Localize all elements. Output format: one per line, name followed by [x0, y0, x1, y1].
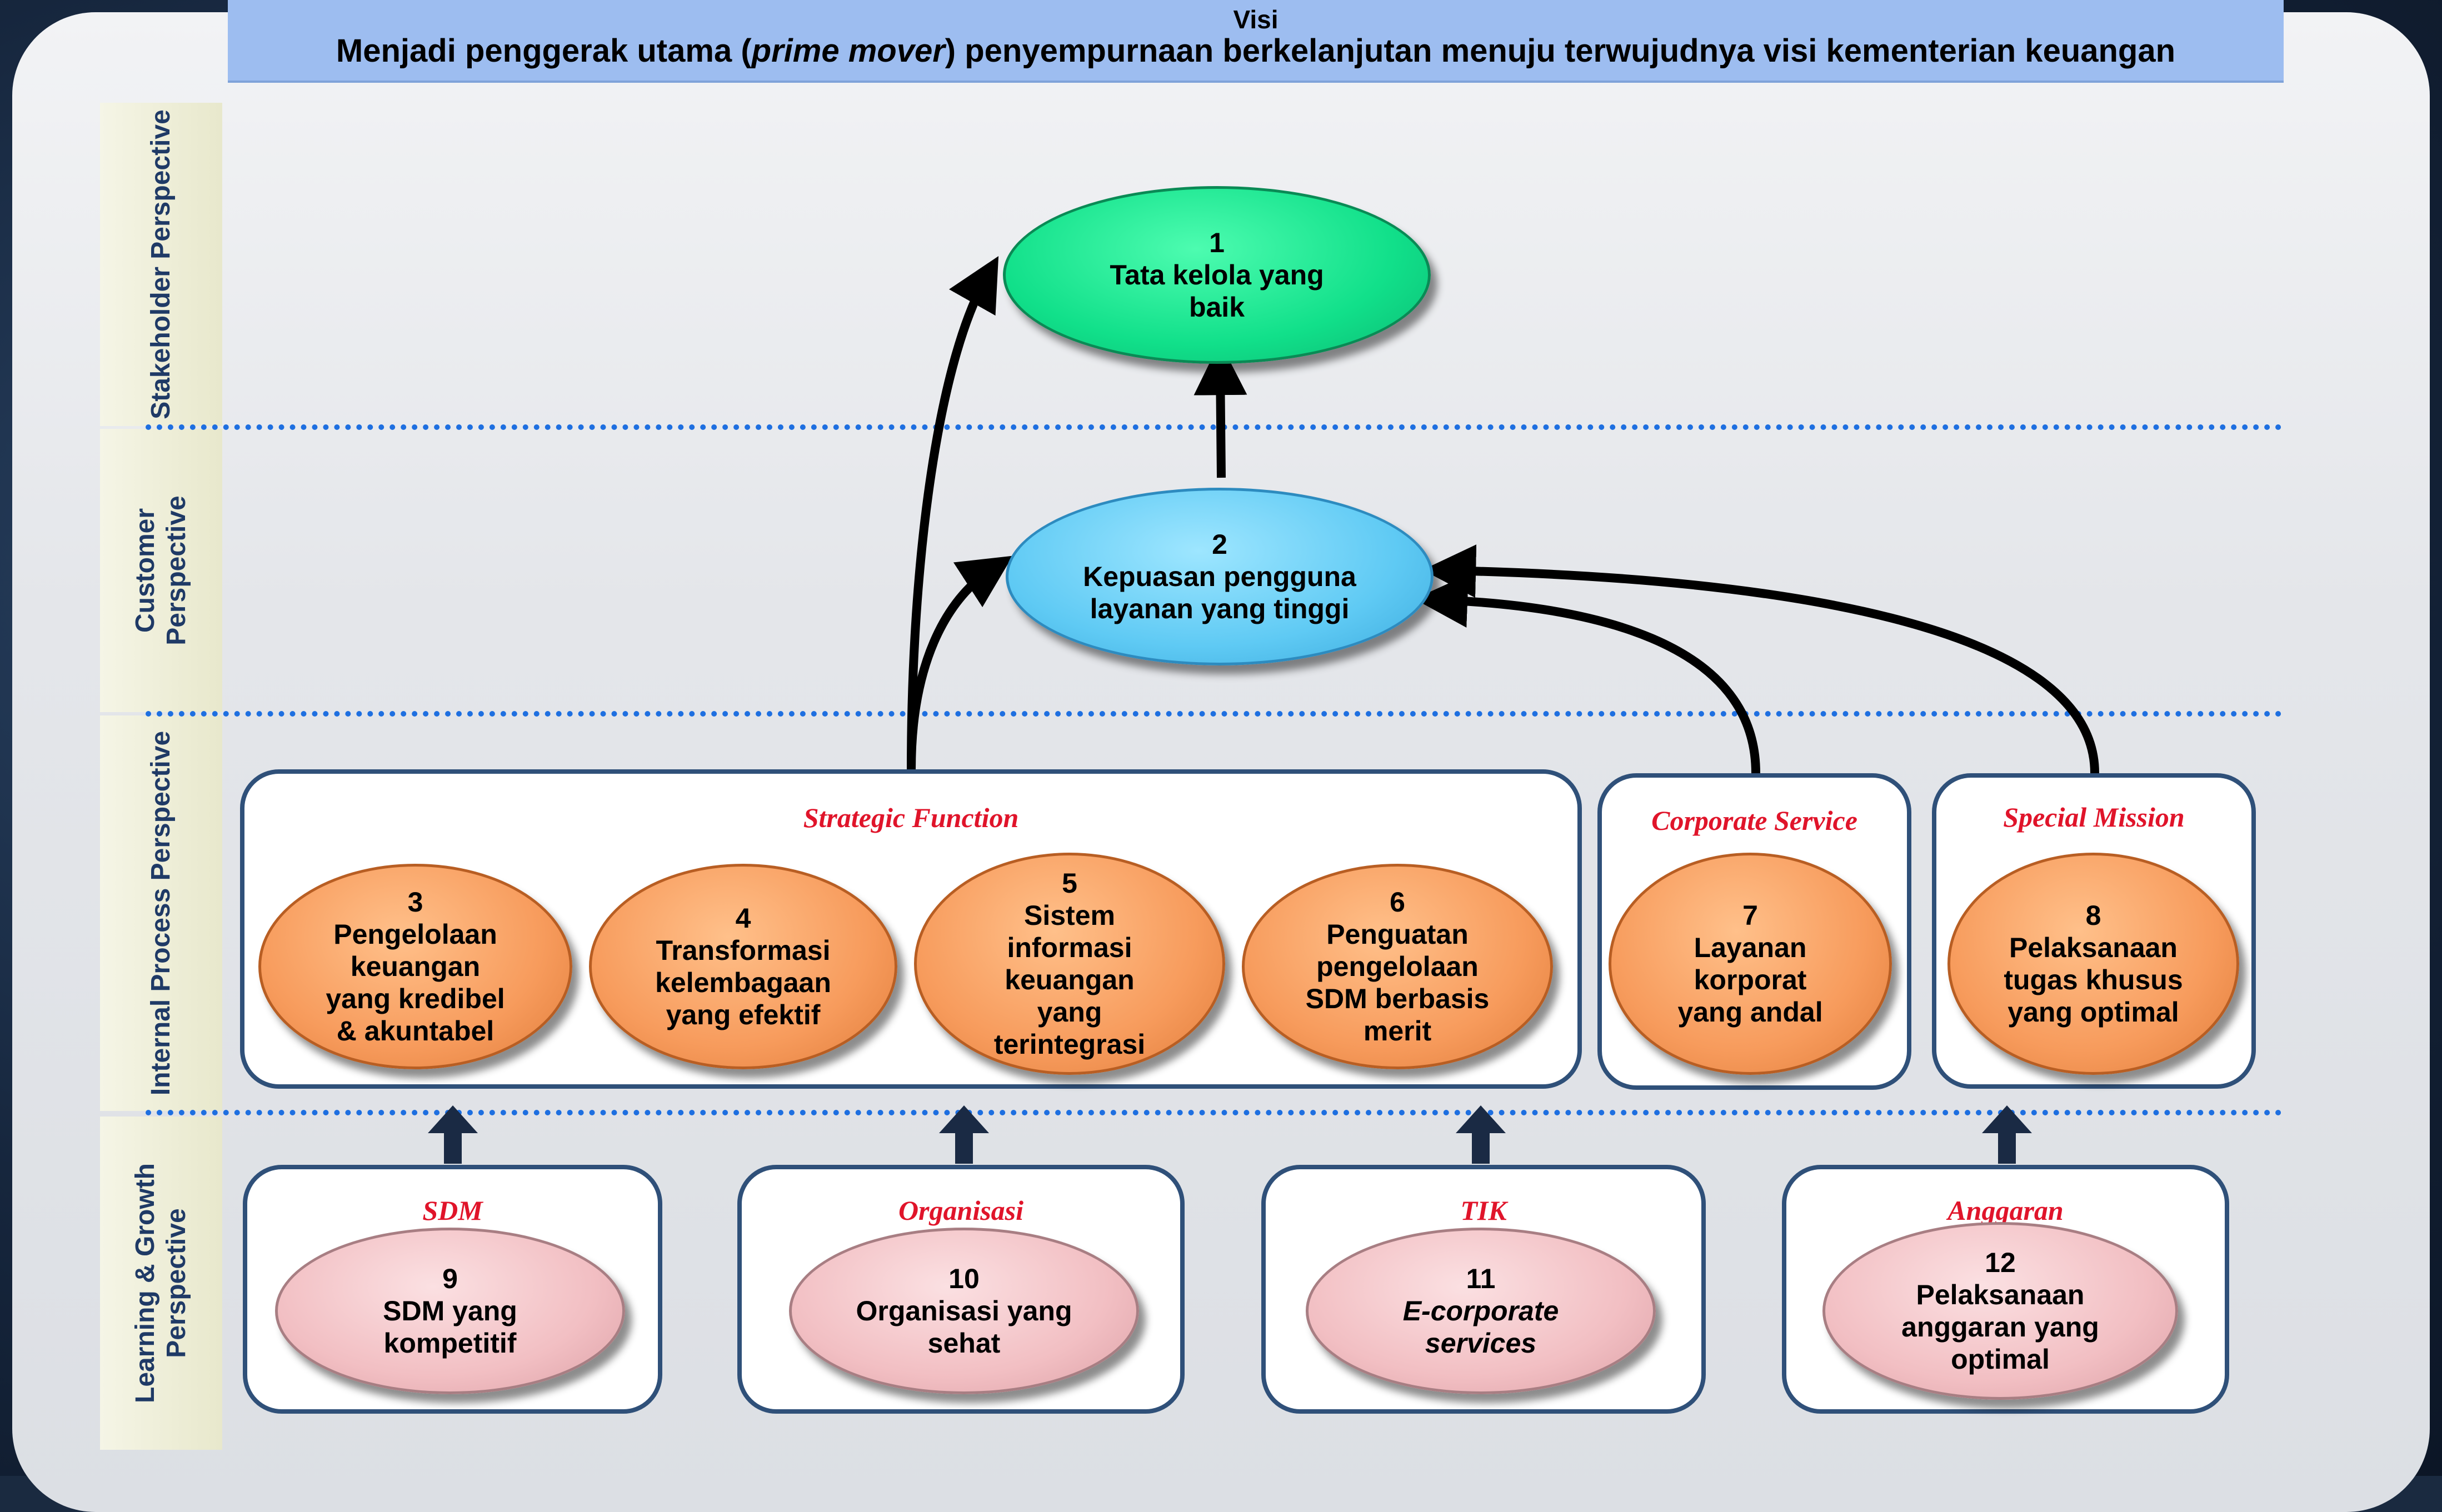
objective-10: 10 Organisasi yang sehat: [789, 1228, 1139, 1394]
objective-12-line2: anggaran yang: [1901, 1311, 2099, 1343]
arrow-sdm-up-head: [428, 1105, 478, 1133]
group-corporate-title: Corporate Service: [1651, 805, 1857, 836]
arrow-2-to-1: [1193, 342, 1247, 478]
objective-7: 7 Layanan korporat yang andal: [1609, 853, 1892, 1075]
objective-1-line1: Tata kelola yang: [1110, 259, 1324, 291]
objective-3-line2: keuangan: [350, 951, 481, 982]
objective-5-line1: Sistem: [1024, 900, 1115, 931]
objective-12-number: 12: [1985, 1247, 2016, 1278]
objective-11: 11 E-corporate services: [1306, 1228, 1656, 1394]
objective-9: 9 SDM yang kompetitif: [275, 1228, 625, 1394]
objective-1: 1 Tata kelola yang baik: [1003, 186, 1431, 364]
arrows-layer: [428, 256, 2099, 1133]
objective-2-line1: Kepuasan pengguna: [1083, 561, 1356, 592]
objective-6-line2: pengelolaan: [1316, 951, 1479, 982]
objective-4-line3: yang efektif: [666, 999, 821, 1030]
objective-11-number: 11: [1466, 1263, 1496, 1294]
objective-3-line3: yang kredibel: [326, 983, 505, 1014]
objective-7-line3: yang andal: [1677, 997, 1823, 1028]
separator-customer-internal: [146, 711, 2282, 717]
objective-7-line2: korporat: [1694, 964, 1807, 995]
objective-8-line1: Pelaksanaan: [2009, 932, 2178, 963]
objective-2: 2 Kepuasan pengguna layanan yang tinggi: [1006, 488, 1434, 665]
objective-4: 4 Transformasi kelembagaan yang efektif: [589, 864, 897, 1069]
objective-2-number: 2: [1212, 529, 1227, 560]
objective-6-line1: Penguatan: [1326, 919, 1469, 950]
visi-text: Menjadi penggerak utama (prime mover) pe…: [336, 32, 2175, 81]
objective-5-number: 5: [1062, 868, 1077, 899]
objective-5: 5 Sistem informasi keuangan yang terinte…: [914, 853, 1225, 1075]
objective-7-line1: Layanan: [1694, 932, 1807, 963]
objective-8-number: 8: [2085, 900, 2101, 931]
objective-1-number: 1: [1209, 227, 1225, 258]
separator-internal-learning: [146, 1110, 2282, 1115]
objective-6-line4: merit: [1363, 1015, 1432, 1047]
objective-4-number: 4: [735, 903, 751, 934]
objective-5-line5: terintegrasi: [993, 1029, 1146, 1060]
objective-8-line2: tugas khusus: [2004, 964, 2183, 995]
visi-text-start: Menjadi penggerak utama (: [336, 33, 752, 69]
objective-6-number: 6: [1390, 887, 1405, 918]
objective-11-line2: services: [1425, 1328, 1537, 1359]
objective-5-line4: yang: [1037, 997, 1102, 1028]
perspective-stakeholder: Stakeholder Perspective: [100, 103, 222, 426]
objective-1-line2: baik: [1188, 292, 1245, 323]
objective-10-number: 10: [948, 1263, 980, 1294]
group-special-title: Special Mission: [2003, 802, 2185, 833]
objective-3-line1: Pengelolaan: [333, 919, 497, 950]
objective-12: 12 Pelaksanaan anggaran yang optimal: [1822, 1222, 2178, 1400]
perspective-internal: Internal Process Perspective: [100, 715, 222, 1111]
objective-10-line2: sehat: [927, 1328, 1001, 1359]
objective-2-line2: layanan yang tinggi: [1090, 593, 1350, 624]
visi-text-italic: prime mover: [751, 33, 945, 69]
arrow-strategic-to-1: [907, 256, 999, 770]
arrow-organisasi-up-head: [939, 1105, 989, 1133]
objective-8-line3: yang optimal: [2007, 997, 2179, 1028]
group-tik-title: TIK: [1460, 1195, 1507, 1226]
objective-6: 6 Penguatan pengelolaan SDM berbasis mer…: [1242, 864, 1553, 1069]
objective-6-line3: SDM berbasis: [1305, 983, 1490, 1014]
objective-11-line1: E-corporate: [1402, 1295, 1559, 1326]
objective-9-line1: SDM yang: [383, 1295, 517, 1326]
objective-4-line1: Transformasi: [656, 935, 831, 966]
objective-12-line1: Pelaksanaan: [1916, 1279, 2085, 1310]
objective-3-line4: & akuntabel: [336, 1015, 495, 1047]
objective-12-line3: optimal: [1951, 1344, 2050, 1375]
objective-7-number: 7: [1742, 900, 1758, 931]
objective-8: 8 Pelaksanaan tugas khusus yang optimal: [1947, 853, 2239, 1075]
objective-5-line2: informasi: [1007, 932, 1132, 963]
arrow-tik-up-head: [1456, 1105, 1506, 1133]
group-sdm-title: SDM: [422, 1195, 483, 1226]
objective-3: 3 Pengelolaan keuangan yang kredibel & a…: [258, 864, 572, 1069]
visi-text-end: ) penyempurnaan berkelanjutan menuju ter…: [945, 33, 2176, 69]
arrow-strategic-to-2: [907, 555, 1013, 770]
objective-4-line2: kelembagaan: [655, 967, 831, 998]
objective-9-line2: kompetitif: [383, 1328, 517, 1359]
objective-9-number: 9: [442, 1263, 458, 1294]
objective-3-number: 3: [407, 887, 423, 918]
group-anggaran-title: Anggaran: [1947, 1195, 2064, 1226]
objective-10-line1: Organisasi yang: [856, 1295, 1072, 1326]
group-organisasi-title: Organisasi: [898, 1195, 1024, 1226]
visi-banner: Visi Menjadi penggerak utama (prime move…: [228, 0, 2284, 83]
separator-stakeholder-customer: [146, 424, 2282, 430]
arrow-anggaran-up-head: [1982, 1105, 2032, 1133]
arrow-special-to-2: [1422, 544, 2099, 774]
group-strategic-title: Strategic Function: [803, 802, 1019, 833]
objective-5-line3: keuangan: [1005, 964, 1135, 995]
visi-label: Visi: [1233, 5, 1279, 34]
arrow-corporate-to-2: [1414, 574, 1760, 774]
